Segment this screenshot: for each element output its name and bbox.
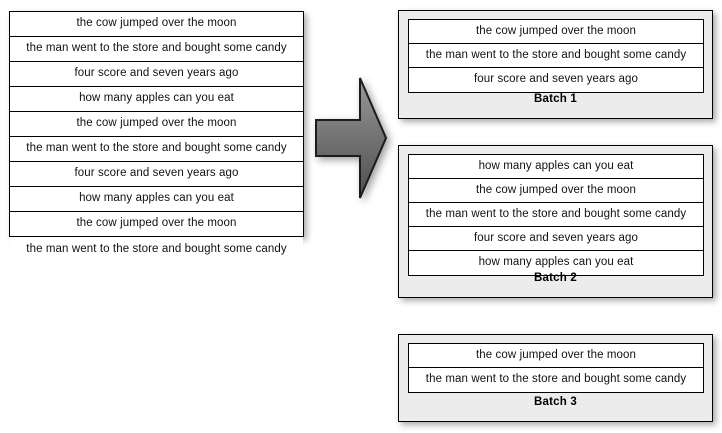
record-text: how many apples can you eat — [79, 192, 234, 205]
record-row: how many apples can you eat — [10, 87, 303, 112]
right-block-arrow-icon — [314, 76, 388, 200]
record-row: the cow jumped over the moon — [409, 344, 703, 368]
record-row: how many apples can you eat — [409, 155, 703, 179]
record-row: four score and seven years ago — [10, 62, 303, 87]
record-text: the cow jumped over the moon — [76, 217, 237, 230]
record-text: the man went to the store and bought som… — [26, 142, 287, 155]
record-text: how many apples can you eat — [478, 159, 634, 172]
record-text: the man went to the store and bought som… — [425, 207, 687, 220]
record-row: four score and seven years ago — [409, 68, 703, 92]
record-row: the cow jumped over the moon — [409, 179, 703, 203]
batch-1-label: Batch 1 — [534, 93, 577, 105]
record-text: four score and seven years ago — [74, 167, 239, 180]
batch-3-record-list: the cow jumped over the moon the man went… — [408, 343, 704, 393]
record-row: the man went to the store and bought som… — [10, 137, 303, 162]
batch-2-label: Batch 2 — [534, 272, 577, 284]
batch-panel-2: how many apples can you eat the cow jumpe… — [398, 145, 713, 298]
record-text: how many apples can you eat — [478, 256, 634, 269]
record-row: the man went to the store and bought som… — [409, 44, 703, 68]
record-row: four score and seven years ago — [409, 227, 703, 251]
record-row: the man went to the store and bought som… — [409, 368, 703, 392]
record-text: the cow jumped over the moon — [475, 348, 637, 361]
record-text: the cow jumped over the moon — [475, 24, 637, 37]
batch-panel-1: the cow jumped over the moon the man went… — [398, 10, 713, 119]
record-row: how many apples can you eat — [10, 187, 303, 212]
batch-panel-3: the cow jumped over the moon the man went… — [398, 334, 713, 422]
record-text: the cow jumped over the moon — [76, 17, 237, 30]
record-row: the cow jumped over the moon — [10, 212, 303, 237]
batch-3-label: Batch 3 — [534, 396, 577, 408]
record-row: the cow jumped over the moon — [409, 20, 703, 44]
record-row: the man went to the store and bought som… — [10, 237, 303, 262]
record-row: the cow jumped over the moon — [10, 12, 303, 37]
input-record-list: the cow jumped over the moon the man went… — [9, 11, 304, 262]
record-text: the man went to the store and bought som… — [26, 42, 287, 55]
record-text: the cow jumped over the moon — [475, 183, 637, 196]
record-row: four score and seven years ago — [10, 162, 303, 187]
record-text: the man went to the store and bought som… — [425, 373, 687, 386]
record-row: the man went to the store and bought som… — [10, 37, 303, 62]
batch-1-record-list: the cow jumped over the moon the man went… — [408, 19, 704, 93]
record-text: the cow jumped over the moon — [76, 117, 237, 130]
batch-2-record-list: how many apples can you eat the cow jumpe… — [408, 154, 704, 276]
record-text: the man went to the store and bought som… — [425, 48, 687, 61]
record-text: the man went to the store and bought som… — [26, 242, 287, 255]
record-text: four score and seven years ago — [473, 231, 639, 244]
record-row: the cow jumped over the moon — [10, 112, 303, 137]
record-text: four score and seven years ago — [473, 73, 639, 86]
record-row: the man went to the store and bought som… — [409, 203, 703, 227]
record-text: how many apples can you eat — [79, 92, 234, 105]
record-text: four score and seven years ago — [74, 67, 239, 80]
record-row: how many apples can you eat — [409, 251, 703, 275]
